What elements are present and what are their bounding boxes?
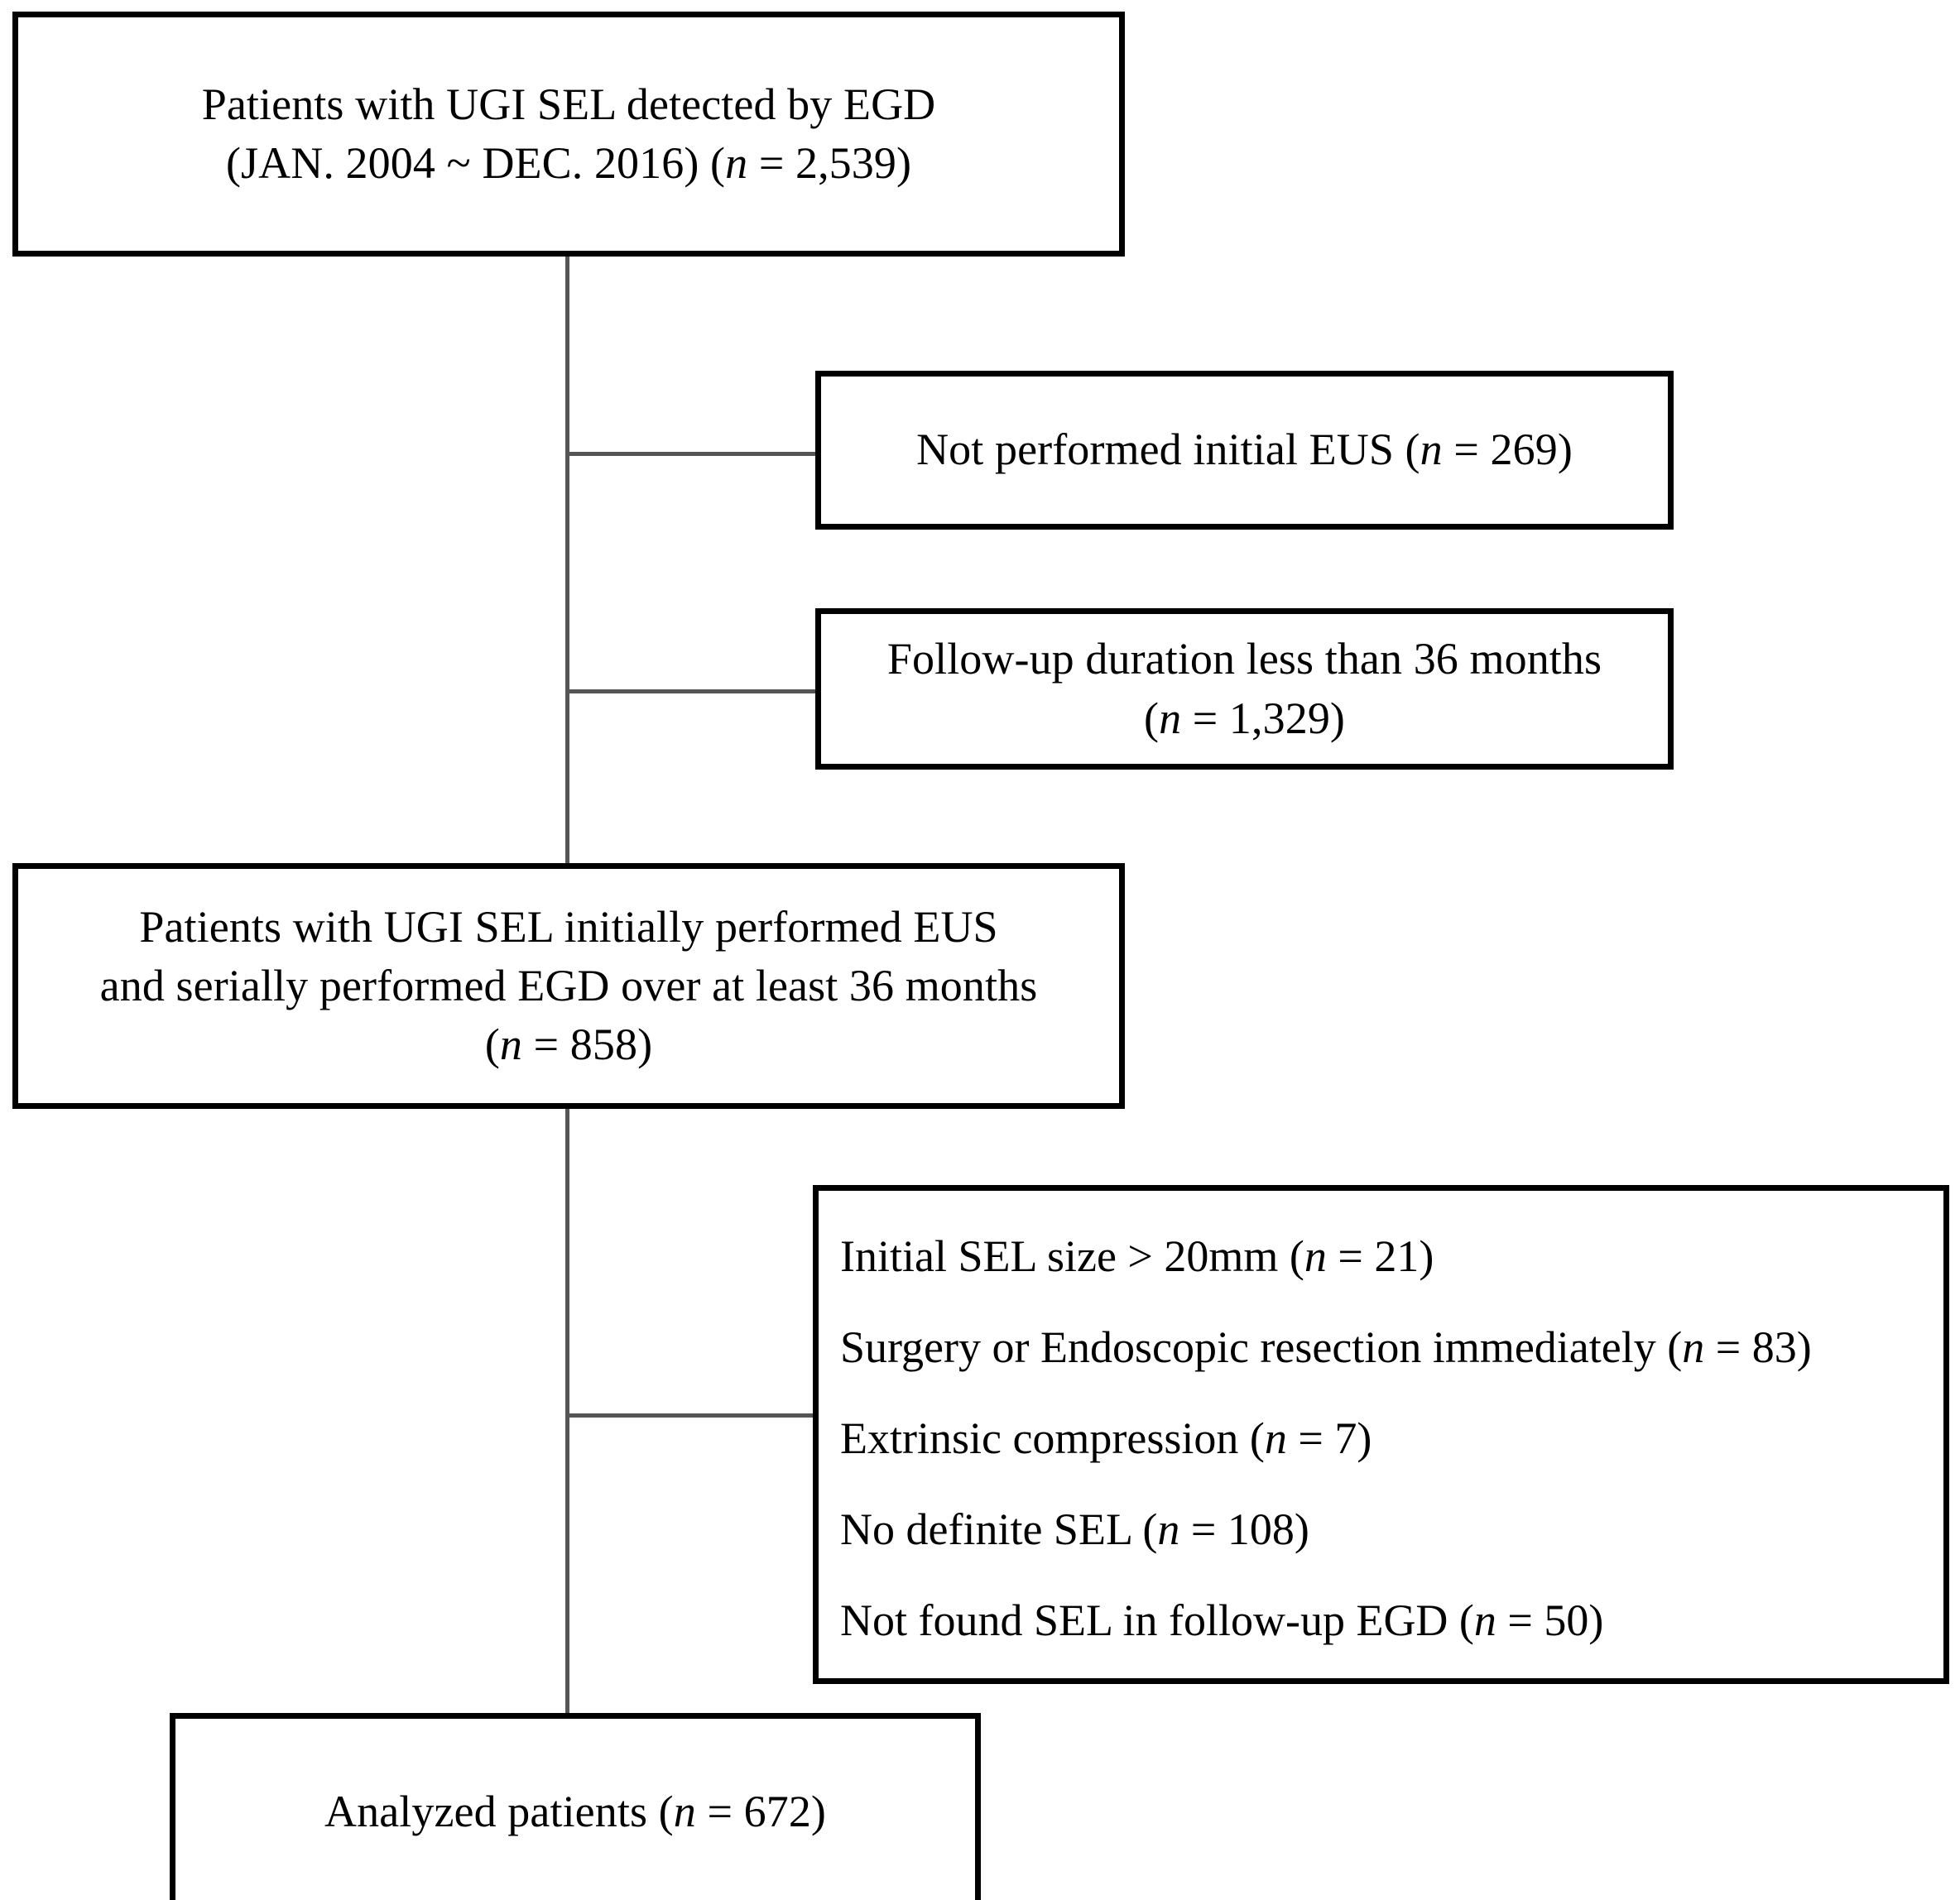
exclusion-item-2: Extrinsic compression (n = 7) <box>840 1416 1943 1461</box>
node-eligible-cohort: Patients with UGI SEL initially performe… <box>12 863 1125 1109</box>
node-source-line2-italic-n: n <box>725 138 748 188</box>
exclusion-item-4-suffix: = 50) <box>1496 1595 1604 1645</box>
node-exclude-no-initial-eus-prefix: Not performed initial EUS ( <box>916 425 1420 475</box>
exclusion-item-0-suffix: = 21) <box>1326 1231 1434 1281</box>
exclusion-item-3-italic-n: n <box>1157 1504 1180 1554</box>
node-source-line1: Patients with UGI SEL detected by EGD <box>201 79 936 129</box>
node-exclude-short-followup: Follow-up duration less than 36 months (… <box>815 608 1674 770</box>
connector-to-no-eus <box>565 452 818 456</box>
exclusion-item-0-italic-n: n <box>1304 1231 1327 1281</box>
node-eligible-cohort-line1: Patients with UGI SEL initially performe… <box>139 901 998 952</box>
exclusion-item-1-suffix: = 83) <box>1704 1322 1812 1372</box>
exclusion-item-1-prefix: Surgery or Endoscopic resection immediat… <box>840 1322 1683 1372</box>
node-exclude-no-initial-eus-suffix: = 269) <box>1442 425 1573 475</box>
connector-to-exclusions <box>565 1413 816 1418</box>
node-exclude-no-initial-eus-italic-n: n <box>1420 425 1443 475</box>
node-eligible-cohort-line2: and serially performed EGD over at least… <box>99 960 1038 1010</box>
node-exclude-short-followup-line2-prefix: ( <box>1143 693 1160 743</box>
exclusion-item-3-prefix: No definite SEL ( <box>840 1504 1158 1554</box>
node-eligible-cohort-italic-n: n <box>499 1020 523 1070</box>
node-eligible-cohort-line3: (n = 858) <box>100 1015 1038 1074</box>
exclusion-item-0-prefix: Initial SEL size > 20mm ( <box>840 1231 1304 1281</box>
node-eligible-cohort-text: Patients with UGI SEL initially performe… <box>87 898 1051 1075</box>
node-source-line2: (JAN. 2004 ~ DEC. 2016) (n = 2,539) <box>202 134 936 193</box>
node-exclude-short-followup-italic-n: n <box>1159 693 1182 743</box>
exclusion-item-0: Initial SEL size > 20mm (n = 21) <box>840 1234 1943 1279</box>
node-analyzed-patients-suffix: = 672) <box>695 1787 826 1837</box>
exclusion-item-2-italic-n: n <box>1264 1413 1287 1463</box>
node-analyzed-patients-text: Analyzed patients (n = 672) <box>311 1782 839 1841</box>
node-exclude-short-followup-text: Follow-up duration less than 36 months (… <box>874 630 1615 748</box>
node-eligible-cohort-line3-suffix: = 858) <box>522 1020 653 1070</box>
node-source-text: Patients with UGI SEL detected by EGD (J… <box>189 75 949 194</box>
node-analyzed-patients: Analyzed patients (n = 672) <box>170 1713 981 1900</box>
node-exclude-short-followup-line2: (n = 1,329) <box>887 689 1602 748</box>
exclusion-item-1: Surgery or Endoscopic resection immediat… <box>840 1325 1943 1370</box>
node-source-population: Patients with UGI SEL detected by EGD (J… <box>12 12 1125 257</box>
exclusion-item-3: No definite SEL (n = 108) <box>840 1507 1943 1552</box>
exclusion-item-4-prefix: Not found SEL in follow-up EGD ( <box>840 1595 1474 1645</box>
connector-to-short-followup <box>565 689 818 693</box>
node-source-line2-prefix: (JAN. 2004 ~ DEC. 2016) ( <box>225 138 726 188</box>
connector-trunk-bottom <box>565 1109 569 1715</box>
exclusion-item-2-suffix: = 7) <box>1286 1413 1372 1463</box>
node-exclusion-criteria-list: Initial SEL size > 20mm (n = 21) Surgery… <box>813 1185 1949 1684</box>
node-analyzed-patients-italic-n: n <box>673 1787 696 1837</box>
exclusion-item-2-prefix: Extrinsic compression ( <box>840 1413 1265 1463</box>
node-exclude-short-followup-line2-suffix: = 1,329) <box>1181 693 1346 743</box>
node-exclude-no-initial-eus-text: Not performed initial EUS (n = 269) <box>903 420 1586 479</box>
node-exclude-no-initial-eus: Not performed initial EUS (n = 269) <box>815 371 1674 530</box>
exclusion-item-4-italic-n: n <box>1473 1595 1496 1645</box>
exclusion-item-3-suffix: = 108) <box>1179 1504 1309 1554</box>
node-eligible-cohort-line3-prefix: ( <box>484 1020 500 1070</box>
exclusion-item-1-italic-n: n <box>1682 1322 1705 1372</box>
node-source-line2-suffix: = 2,539) <box>747 138 912 188</box>
connector-trunk-top <box>565 257 569 865</box>
node-exclude-short-followup-line1: Follow-up duration less than 36 months <box>886 634 1602 684</box>
node-analyzed-patients-prefix: Analyzed patients ( <box>324 1787 674 1837</box>
exclusion-item-4: Not found SEL in follow-up EGD (n = 50) <box>840 1598 1943 1643</box>
